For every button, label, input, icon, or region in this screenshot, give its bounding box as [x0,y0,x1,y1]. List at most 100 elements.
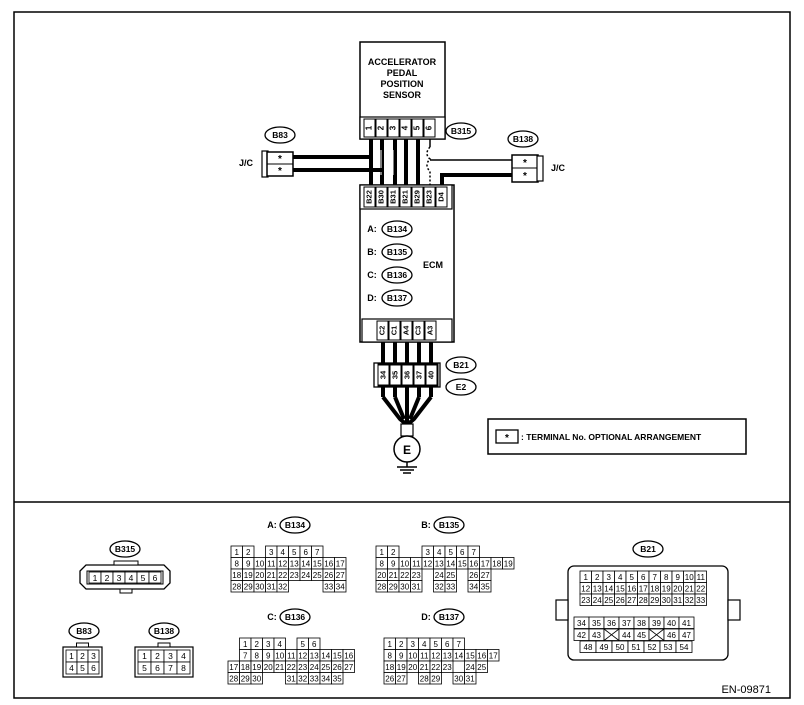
view-b21-pin-label: 5 [630,573,635,582]
view-b137-pin-cell [395,672,408,685]
view-b137-pin-cell [429,672,442,685]
view-b137-pin-cell [464,672,477,685]
view-b21-pin-label: 1 [584,573,589,582]
view-b135-pin-label: 23 [412,571,421,580]
sensor-label-4: SENSOR [383,90,422,100]
ecm-bottom-pin-label: C1 [389,326,398,336]
view-b134-pin-label: 27 [336,571,345,580]
b83-label: B83 [272,130,288,140]
view-b137-pin-label: 8 [388,652,393,661]
view-b137-pin-label: 18 [385,663,394,672]
b83-star-1: * [278,154,282,165]
view-b83-pin-label: 3 [91,651,96,661]
view-b21-pin-label: 49 [600,643,609,652]
view-b21-pin-label: 32 [685,596,694,605]
view-b134-pin-label: 18 [232,571,241,580]
ground-symbol: E [393,423,421,474]
view-b21-pin-cell [678,616,695,629]
view-b138-oval [148,622,180,640]
view-b135-pin-label: 25 [446,571,455,580]
view-b134-pin-label: 29 [244,583,253,592]
sensor-pin-cell [375,118,388,138]
view-b135-pin-label: 31 [412,583,421,592]
view-b136-pin-label: 9 [266,652,271,661]
view-b83-pin-label: 4 [69,663,74,673]
view-b21-pin-label: 35 [592,619,601,628]
view-b21-pin-label: 15 [616,585,625,594]
view-b134-pin-label: 5 [292,548,297,557]
view-b21-pin-label: 6 [641,573,646,582]
view-b21-pin-label: 34 [577,619,586,628]
view-b135-pin-cell [444,580,457,593]
view-b134-pin-label: 33 [324,583,333,592]
view-b137-pin-cell [487,649,500,662]
view-b134-pin-label: 12 [278,560,287,569]
view-b137-pin-label: 3 [411,640,416,649]
view-b134-pin-label: 14 [301,560,310,569]
ecm-top-pin-cell [411,186,424,208]
view-b21-pin-label: 22 [696,585,705,594]
view-b137-pin-label: 24 [466,663,475,672]
view-b21-pin-label: 36 [607,619,616,628]
view-b83-pin-label: 1 [69,651,74,661]
view-b136-pin-label: 27 [344,663,353,672]
view-b137-pin-label: 1 [388,640,393,649]
view-b21-pin-label: 16 [627,585,636,594]
sensor-pin-cell [423,118,436,138]
view-b21-pin-label: 50 [616,643,625,652]
sensor-pin-label: 5 [413,125,422,130]
view-b136-pin-label: 33 [310,675,319,684]
view-b136-pin-label: 16 [344,652,353,661]
view-b138-pin-label: 1 [142,651,147,661]
ecm-bottom-pin-cell [400,320,413,341]
view-b137-pin-label: 23 [443,663,452,672]
ecm-bottom-pin-label: A4 [401,325,410,335]
sensor-pin-label: 6 [425,125,434,130]
view-b21-pin-label: 33 [696,596,705,605]
view-b21-pin-label: 23 [581,596,590,605]
view-b135-pin-label: 35 [481,583,490,592]
ecm-d-label: D: [367,293,377,303]
view-b21-pin-label: 3 [607,573,612,582]
view-b134-pin-label: 15 [313,560,322,569]
view-b21-pin-label: 42 [577,631,586,640]
view-b21-pin-label: 46 [667,631,676,640]
view-b137-pin-label: 29 [431,675,440,684]
legend-symbol: * [505,433,509,444]
view-b135-pin-label: 33 [446,583,455,592]
ecm-top-pin-cell [363,186,376,208]
view-b83-oval [68,622,100,640]
view-b315-pin-label: 6 [153,573,158,583]
view-b135-pin-label: 9 [391,560,396,569]
view-b135-pin-label: 32 [435,583,444,592]
view-b138-pin-label: 5 [142,663,147,673]
view-b315-pin-label: 3 [117,573,122,583]
ecm-top-pin-cell [375,186,388,208]
view-b21-pin-label: 14 [604,585,613,594]
view-b135-pin-label: 3 [426,548,431,557]
view-b135-pin-label: 26 [469,571,478,580]
view-b136-pin-label: 13 [310,652,319,661]
ecm-bottom-pin-cell [412,320,425,341]
view-b135-pin-label: 14 [446,560,455,569]
view-b135-pin-label: 34 [469,583,478,592]
ecm-b134-label: B134 [387,224,408,234]
ecm-bottom-pin-cell [424,320,437,341]
sensor-pin-label: 3 [389,125,398,130]
sensor-pin-label: 4 [401,125,410,130]
view-b137-pin-label: 25 [477,663,486,672]
ecm-top-pin-cell [399,186,412,208]
view-b134-pin-label: 16 [324,560,333,569]
view-b21-oval [632,540,664,558]
view-b137-pin-cell [441,660,454,673]
ecm-bottom-pin-label: C3 [413,326,422,336]
view-b137-oval [433,608,465,626]
ecm-top-pin-cell [387,186,400,208]
sensor-label-3: POSITION [380,79,423,89]
ecm-b137-oval [381,289,413,307]
b21-pin-cell [389,364,402,386]
view-b21-pin-label: 47 [682,631,691,640]
view-b136-pin-label: 31 [287,675,296,684]
